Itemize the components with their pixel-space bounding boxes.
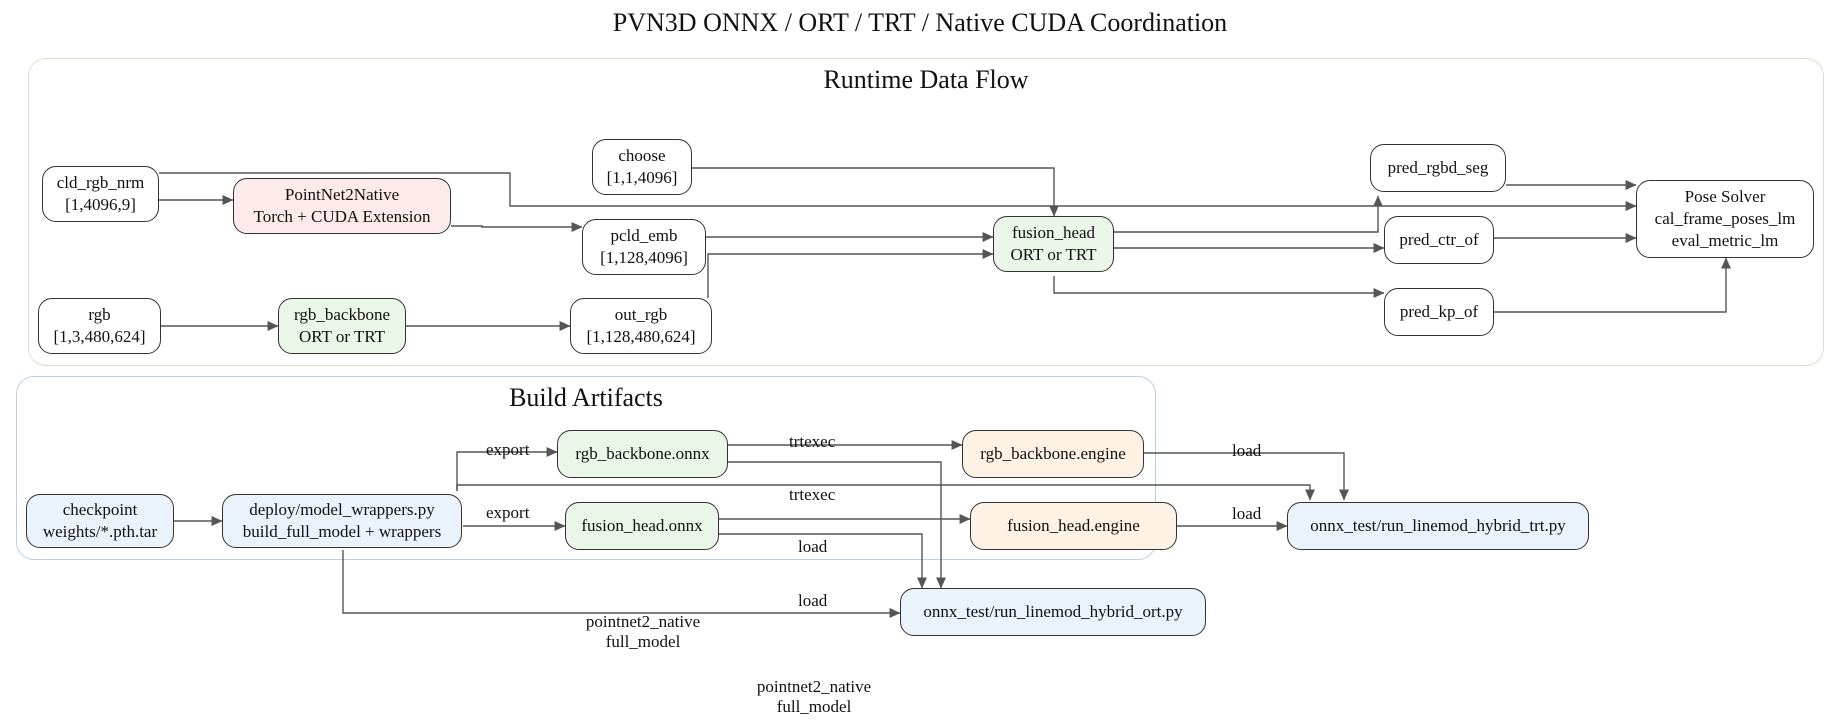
node-fusion-head-engine: fusion_head.engine xyxy=(970,502,1177,550)
edge-fusiononnx-to-ort xyxy=(719,533,927,589)
node-pcld-emb: pcld_emb [1,128,4096] xyxy=(582,219,706,275)
edge-label-native-2: pointnet2_native full_model xyxy=(756,677,872,716)
edge-wrappers-to-rgbonnx xyxy=(456,447,558,491)
node-hybrid-ort: onnx_test/run_linemod_hybrid_ort.py xyxy=(900,588,1206,636)
edge-label-export-rgb: export xyxy=(486,440,530,459)
node-pred-ctr-of: pred_ctr_of xyxy=(1384,216,1494,264)
node-rgb: rgb [1,3,480,624] xyxy=(38,298,161,354)
node-fusion-head: fusion_head ORT or TRT xyxy=(993,216,1114,272)
edge-label-native-1: pointnet2_native full_model xyxy=(585,612,701,651)
edge-label-load-native: load xyxy=(798,591,828,610)
node-rgb-backbone-engine: rgb_backbone.engine xyxy=(962,430,1144,478)
edge-outrgb-to-fusion xyxy=(707,249,994,298)
edge-wrappers-to-trt xyxy=(456,484,1315,501)
node-model-wrappers: deploy/model_wrappers.py build_full_mode… xyxy=(222,494,462,548)
edge-choose-to-fusion xyxy=(692,167,1059,217)
node-pred-kp-of: pred_kp_of xyxy=(1384,288,1494,336)
edge-fusion-to-kp xyxy=(1053,276,1385,298)
edge-rgbonnx-to-ort xyxy=(728,461,946,589)
edge-wrappers-to-ort xyxy=(342,550,901,618)
node-pred-rgbd-seg: pred_rgbd_seg xyxy=(1370,144,1506,192)
edge-pointnet-to-pcld xyxy=(451,222,583,232)
node-rgb-backbone: rgb_backbone ORT or TRT xyxy=(278,298,406,354)
cluster-build-artifacts: Build Artifacts xyxy=(16,376,1156,560)
node-pointnet2native: PointNet2Native Torch + CUDA Extension xyxy=(233,178,451,234)
edge-label-load-fusion-engine: load xyxy=(1232,504,1262,523)
edge-cld-to-pose xyxy=(159,172,1637,211)
node-rgb-backbone-onnx: rgb_backbone.onnx xyxy=(557,430,728,478)
edge-fusion-to-seg xyxy=(1114,195,1383,233)
cluster-label-runtime: Runtime Data Flow xyxy=(823,65,1029,94)
edge-rgbengine-to-trt xyxy=(1144,452,1349,501)
diagram-title: PVN3D ONNX / ORT / TRT / Native CUDA Coo… xyxy=(612,8,1228,37)
node-cld-rgb-nrm: cld_rgb_nrm [1,4096,9] xyxy=(42,166,159,222)
edge-label-load-rgb-engine: load xyxy=(1232,441,1262,460)
node-choose: choose [1,1,4096] xyxy=(592,139,692,195)
edge-label-trtexec-fusion: trtexec xyxy=(789,485,836,504)
node-checkpoint: checkpoint weights/*.pth.tar xyxy=(26,494,174,548)
edge-label-load-fusion-onnx: load xyxy=(798,537,828,556)
node-fusion-head-onnx: fusion_head.onnx xyxy=(565,502,719,550)
node-hybrid-trt: onnx_test/run_linemod_hybrid_trt.py xyxy=(1287,502,1589,550)
node-pose-solver: Pose Solver cal_frame_poses_lm eval_metr… xyxy=(1636,180,1814,258)
edge-label-trtexec-rgb: trtexec xyxy=(789,432,836,451)
node-out-rgb: out_rgb [1,128,480,624] xyxy=(570,298,712,354)
cluster-label-build: Build Artifacts xyxy=(509,383,663,412)
cluster-runtime-data-flow: Runtime Data Flow xyxy=(28,58,1824,366)
edge-label-export-fusion: export xyxy=(486,503,530,522)
edge-kp-to-pose xyxy=(1494,257,1731,313)
